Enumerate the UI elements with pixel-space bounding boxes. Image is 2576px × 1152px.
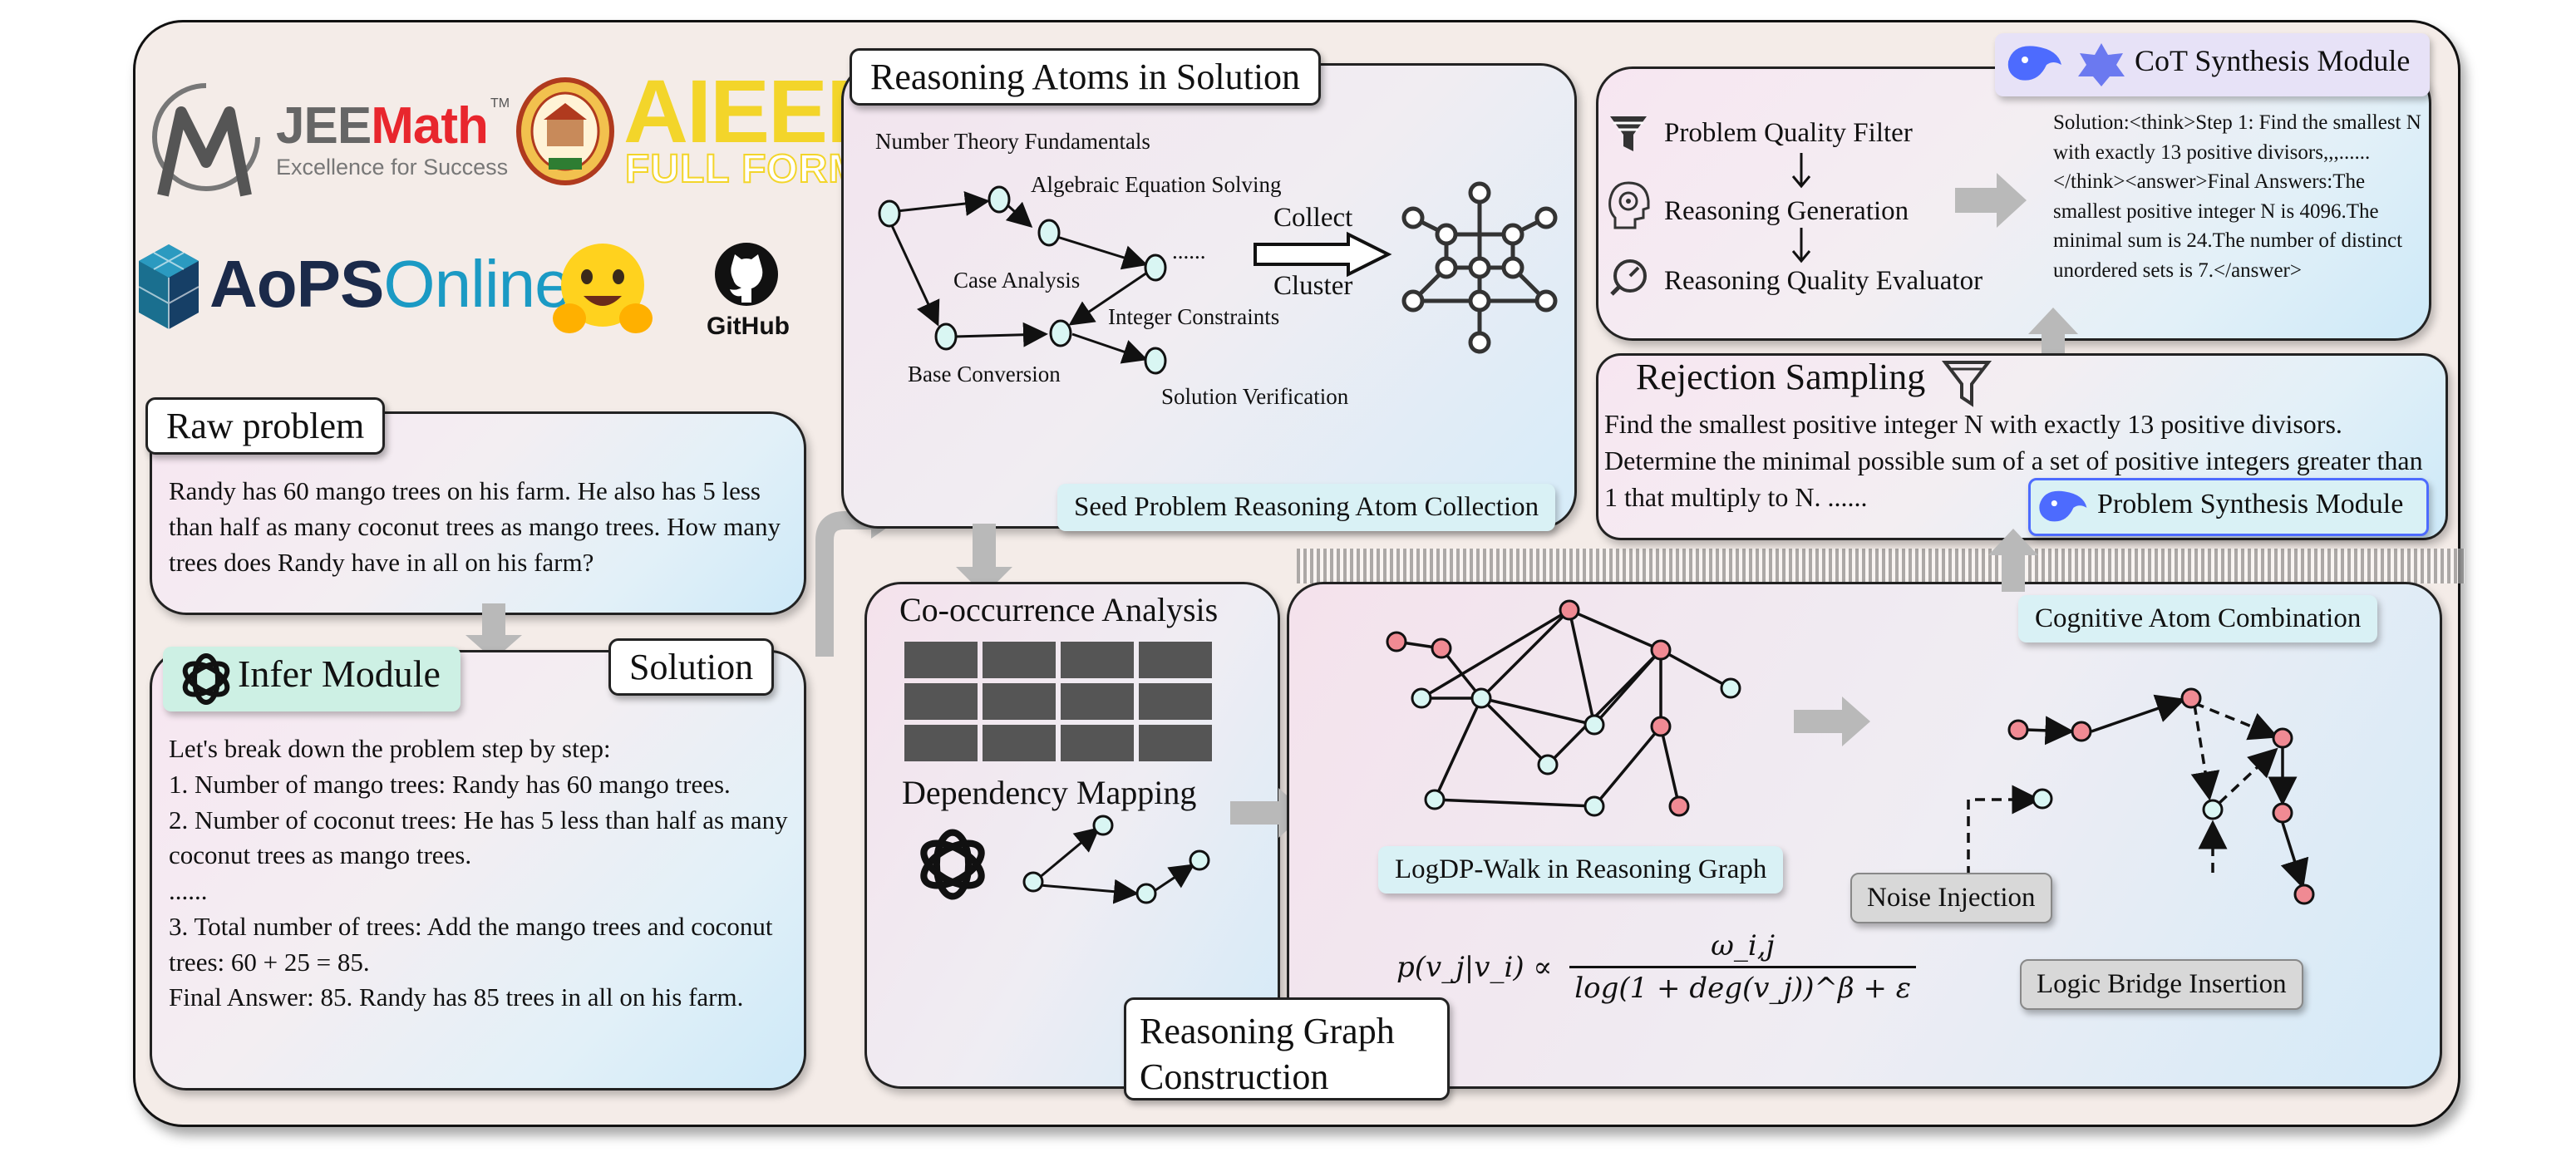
jeemath-jee: JEE	[276, 97, 372, 155]
infer-title: Infer Module	[238, 652, 441, 695]
dashed-strip	[1297, 549, 2465, 583]
aops-cube-icon	[138, 244, 199, 329]
atom-label-base-conversion: Base Conversion	[908, 362, 1061, 386]
arrow-steps-to-solution	[1955, 173, 2027, 228]
atom-label-number-theory: Number Theory Fundamentals	[875, 129, 1150, 154]
rejection-text: Find the smallest positive integer N wit…	[1604, 409, 2423, 513]
github-icon	[715, 243, 778, 306]
aops-wordmark: AoPSOnline	[209, 251, 572, 318]
arrow-cooc-to-graph	[1230, 788, 1307, 838]
jeemath-math: Math	[371, 97, 489, 155]
jeemath-title: JEEMath	[276, 96, 489, 155]
aops-part2: Online	[383, 247, 571, 321]
formula-bar	[1569, 966, 1917, 968]
deepseek-whale-icon	[2007, 46, 2061, 81]
graph-title-line1: Reasoning Graph	[1140, 1011, 1395, 1051]
infer-line: 1. Number of mango trees: Randy has 60 m…	[169, 769, 731, 799]
openai-icon	[182, 653, 230, 705]
graph-title: Reasoning Graph Construction	[1124, 997, 1450, 1100]
formula: p(v_j|v_i) ∝ ω_i,j log(1 + deg(v_j))^β +…	[1396, 929, 1917, 1005]
formula-denominator: log(1 + deg(v_j))^β + ε	[1574, 972, 1912, 1005]
arrow-atoms-to-cooc	[956, 524, 1012, 595]
graph-title-line2: Construction	[1140, 1056, 1329, 1097]
infer-lines: Let's break down the problem step by ste…	[169, 731, 809, 1016]
github-label: GitHub	[707, 313, 790, 340]
atom-label-verification: Solution Verification	[1161, 384, 1349, 409]
atom-node	[1037, 219, 1061, 247]
brain-head-icon	[1608, 181, 1650, 229]
solution-tab: Solution	[608, 638, 775, 696]
infer-line: Let's break down the problem step by ste…	[169, 734, 611, 763]
seed-collection-label: Seed Problem Reasoning Atom Collection	[1057, 484, 1556, 531]
arrow-down-icon	[1791, 153, 1811, 189]
raw-problem-text: Randy has 60 mango trees on his farm. He…	[169, 476, 781, 577]
cooc-title: Co-occurrence Analysis	[899, 591, 1219, 628]
atom-label-integer: Integer Constraints	[1108, 304, 1280, 329]
cot-solution-text: Solution:<think>Step 1: Find the smalles…	[2053, 111, 2421, 282]
problem-synthesis-box: Problem Synthesis Module	[2028, 478, 2430, 536]
atom-node	[878, 199, 901, 228]
evaluator-icon	[1610, 259, 1647, 296]
arrow-graph-to-combination	[1794, 697, 1870, 746]
seal-icon	[516, 77, 614, 185]
formula-numerator: ω_i,j	[1711, 929, 1776, 962]
collect-label: Collect	[1273, 203, 1353, 233]
atom-label-case-analysis: Case Analysis	[953, 268, 1081, 293]
cot-title: CoT Synthesis Module	[2135, 44, 2411, 77]
arrow-down-icon	[1791, 228, 1811, 263]
combination-chain	[2007, 687, 2315, 905]
atoms-title: Reasoning Atoms in Solution	[850, 48, 1322, 106]
logic-bridge-label: Logic Bridge Insertion	[2020, 959, 2303, 1010]
atom-label-algebraic: Algebraic Equation Solving	[1031, 172, 1282, 197]
filter-icon	[1941, 361, 1992, 407]
formula-fraction: ω_i,j log(1 + deg(v_j))^β + ε	[1569, 929, 1917, 1005]
atom-node	[934, 322, 958, 351]
dependency-label: Dependency Mapping	[902, 774, 1197, 811]
atom-node	[1144, 254, 1167, 282]
infer-line: Final Answer: 85. Randy has 85 trees in …	[169, 982, 744, 1012]
dependency-graph-icon	[1022, 815, 1210, 904]
atoms-ellipsis: ......	[1172, 239, 1206, 263]
openai-icon	[920, 829, 985, 900]
infer-line: 2. Number of coconut trees: He has 5 les…	[169, 805, 788, 870]
jeemath-tm: TM	[490, 96, 510, 111]
logdp-walk-label: LogDP-Walk in Reasoning Graph	[1378, 846, 1784, 894]
collect-arrow-icon	[1254, 231, 1392, 278]
jeemath-tagline: Excellence for Success	[276, 155, 509, 180]
cluster-graph-icon	[1401, 181, 1558, 354]
cluster-label: Cluster	[1273, 271, 1353, 301]
cloud-model-icon	[2078, 43, 2125, 86]
formula-lhs: p(v_j|v_i) ∝	[1396, 950, 1553, 984]
noise-arrow	[1967, 785, 2042, 876]
atoms-graph	[878, 185, 1167, 375]
aieee-sub: FULL FORM	[624, 147, 863, 191]
infer-line: 3. Total number of trees: Add the mango …	[169, 911, 773, 977]
hugging-face-icon	[553, 244, 653, 333]
cooc-matrix-icon	[904, 642, 1212, 761]
cot-title-box: CoT Synthesis Module	[1995, 33, 2431, 96]
noise-injection-label: Noise Injection	[1850, 873, 2052, 923]
cot-step-generation: Reasoning Generation	[1664, 196, 1909, 226]
raw-problem-title: Raw problem	[145, 397, 386, 455]
noise-node	[2032, 788, 2053, 810]
funnel-icon	[1610, 116, 1647, 151]
atom-node	[1144, 347, 1167, 375]
arrow-combination-to-rejection	[1988, 529, 2038, 592]
deepseek-whale-icon	[2039, 490, 2087, 522]
cognitive-combination-label: Cognitive Atom Combination	[2018, 595, 2378, 642]
problem-synthesis-title: Problem Synthesis Module	[2097, 489, 2404, 519]
atom-node	[1049, 319, 1072, 347]
infer-panel	[150, 650, 806, 1090]
atom-node	[988, 185, 1011, 214]
rejection-title: Rejection Sampling	[1636, 357, 1926, 397]
arrow-raw-to-infer	[465, 603, 522, 660]
cot-step-filter: Problem Quality Filter	[1664, 118, 1913, 148]
infer-line: ......	[169, 876, 208, 906]
reasoning-graph	[1386, 599, 1741, 817]
jeemath-logo-icon	[152, 83, 260, 197]
cot-panel	[1596, 66, 2431, 341]
cot-step-evaluator: Reasoning Quality Evaluator	[1664, 266, 1983, 296]
aops-part1: AoPS	[209, 247, 384, 321]
